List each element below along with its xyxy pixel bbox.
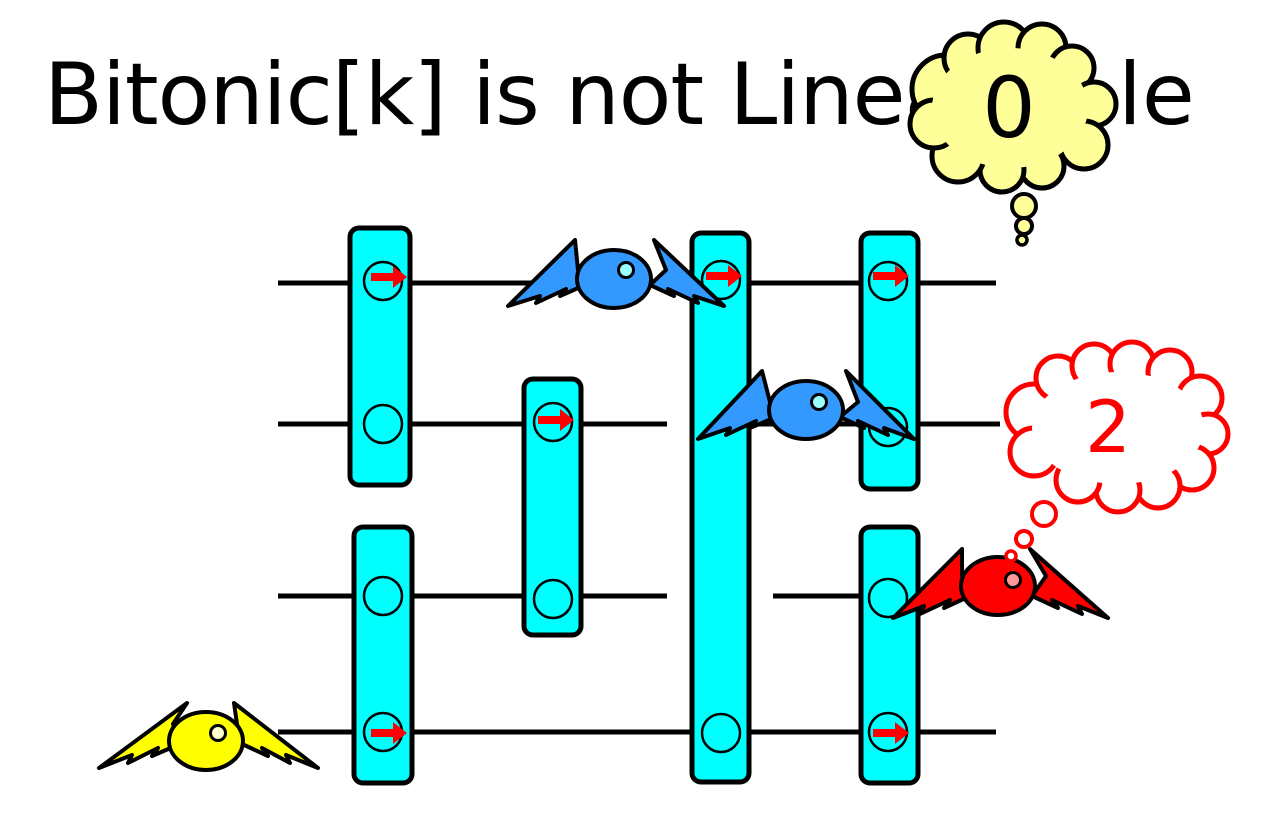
toggle-circle (867, 577, 909, 619)
yellow-token-bird-icon (97, 701, 320, 772)
slide-title: Bitonic[k] is not Linea (44, 45, 957, 145)
toggle-circle (362, 260, 404, 302)
toggle-circle (362, 575, 404, 617)
toggle-circle (532, 578, 574, 620)
slide-title-tail: le (1118, 45, 1195, 145)
red-token-bird-icon (891, 547, 1110, 620)
balancer-2 (521, 376, 584, 638)
balancer-3 (689, 230, 752, 785)
balancer-1-bottom (351, 524, 415, 786)
toggle-circle (867, 260, 909, 302)
thought-cloud-top (907, 19, 1119, 247)
toggle-circle (532, 401, 574, 443)
toggle-arrows (371, 265, 909, 744)
thought-value-top: 0 (982, 59, 1035, 157)
blue-token-bird-icon (696, 369, 916, 441)
thought-cloud-right (1003, 339, 1231, 563)
balancers (347, 225, 921, 786)
blue-token-bird-icon (506, 238, 726, 310)
balancer-1-top (347, 225, 413, 488)
balancer-4-top (858, 230, 921, 492)
toggle-circle (700, 259, 742, 301)
toggle-circle (362, 403, 404, 445)
toggle-circles (362, 259, 909, 754)
balancer-4-bottom (858, 524, 921, 786)
thought-value-right: 2 (1085, 385, 1131, 469)
toggle-circle (700, 712, 742, 754)
